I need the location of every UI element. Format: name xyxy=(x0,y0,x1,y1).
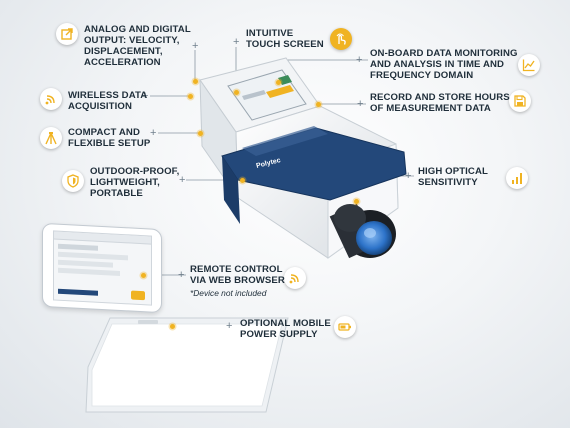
plus-marker: + xyxy=(357,98,364,110)
mobile-power-supply xyxy=(85,317,289,413)
dot-record xyxy=(316,102,321,107)
plus-marker: + xyxy=(226,320,233,332)
label-remote: Remote control via web browser xyxy=(190,264,285,286)
label-compact: Compact and flexible setup xyxy=(68,127,151,149)
dot-optical xyxy=(354,199,359,204)
vibrometer-device xyxy=(199,57,407,259)
shield-icon xyxy=(62,170,84,192)
plus-marker: + xyxy=(150,127,157,139)
line-chart-icon xyxy=(518,54,540,76)
label-remote-note: *Device not included xyxy=(190,288,267,298)
output-arrow-icon xyxy=(56,23,78,45)
plus-marker: + xyxy=(178,269,185,281)
label-record-store: Record and store hours of measurement da… xyxy=(370,92,510,114)
dot-compact xyxy=(198,131,203,136)
battery-icon xyxy=(334,316,356,338)
plus-marker: + xyxy=(192,40,199,52)
plus-marker: + xyxy=(179,174,186,186)
label-data-monitoring: On-board data monitoring and analysis in… xyxy=(370,48,518,81)
plus-marker: + xyxy=(233,36,240,48)
touch-hand-icon xyxy=(330,28,352,50)
tablet xyxy=(42,222,162,314)
save-disk-icon xyxy=(509,90,531,112)
dot-touch-screen xyxy=(234,90,239,95)
dot-wireless xyxy=(188,94,193,99)
label-outdoor: Outdoor-proof, lightweight, portable xyxy=(90,166,180,199)
dot-remote xyxy=(141,273,146,278)
dot-analog-output xyxy=(193,79,198,84)
wireless-signal-icon xyxy=(40,88,62,110)
plus-marker: + xyxy=(142,90,149,102)
signal-bars-icon xyxy=(506,167,528,189)
dot-data-monitoring xyxy=(276,80,281,85)
plus-marker: + xyxy=(356,54,363,66)
label-wireless: Wireless data acquisition xyxy=(68,90,148,112)
dot-power xyxy=(170,324,175,329)
remote-wifi-icon xyxy=(284,267,306,289)
label-power: Optional mobile power supply xyxy=(240,318,331,340)
label-touch-screen: Intuitive touch screen xyxy=(246,28,324,50)
tripod-icon xyxy=(40,127,62,149)
label-analog-output: Analog and digital output: velocity, dis… xyxy=(84,24,191,68)
dot-outdoor xyxy=(240,178,245,183)
label-optical: High optical sensitivity xyxy=(418,166,488,188)
tablet-screen xyxy=(53,230,152,306)
plus-marker: + xyxy=(405,170,412,182)
